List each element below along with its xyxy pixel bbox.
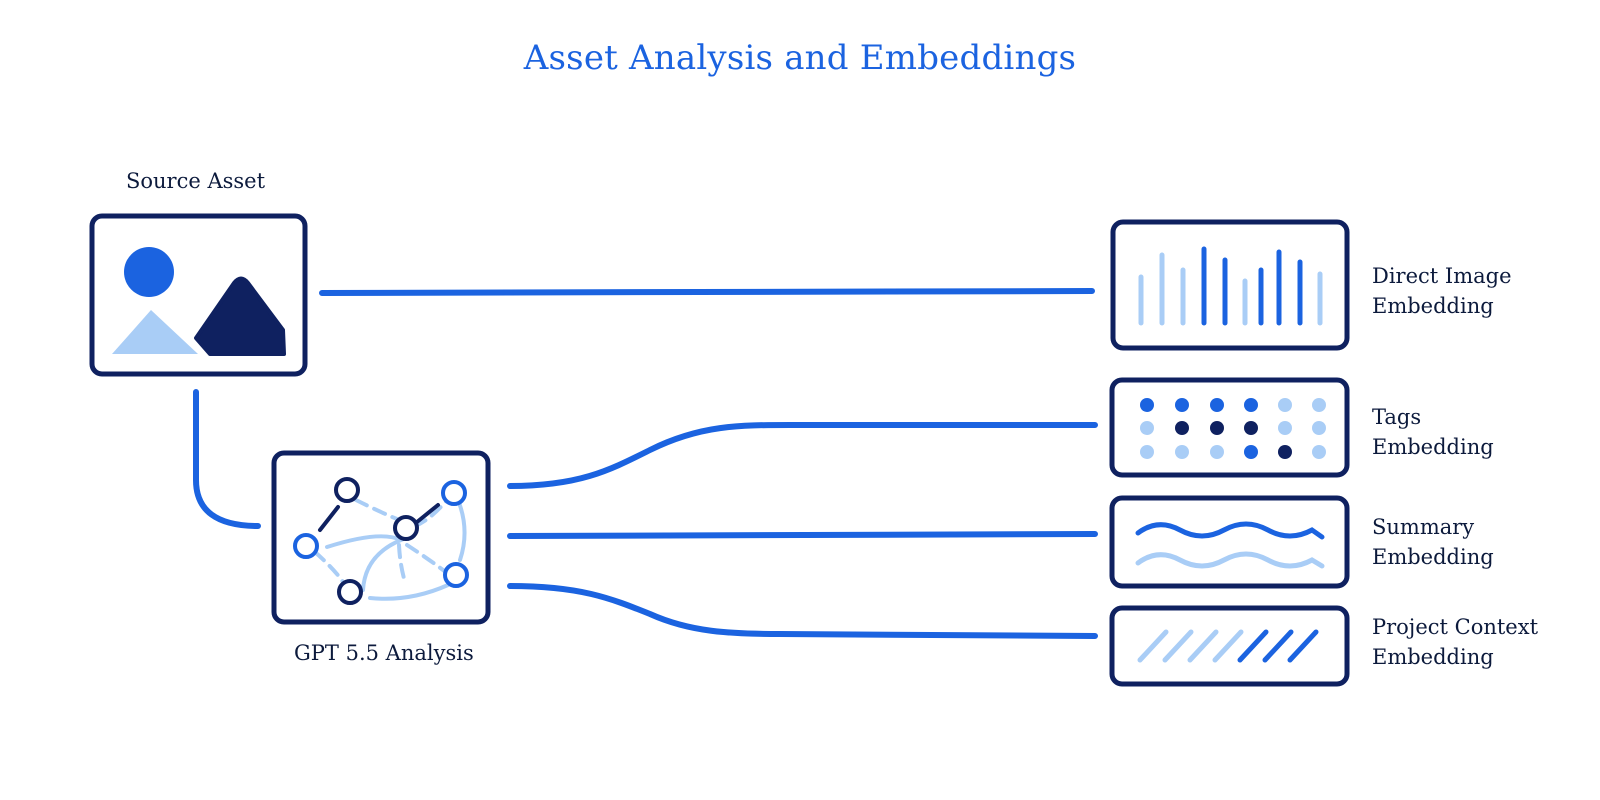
dark-mountain-icon [194,276,286,356]
analysis-box [271,450,491,625]
wave-lines-icon [1135,521,1325,569]
project-context-embedding-box [1109,605,1350,687]
source-asset-label: Source Asset [126,169,266,193]
diagram-title: Asset Analysis and Embeddings [523,38,1077,78]
project-context-embedding-label-line1: Project Context [1372,615,1539,639]
tags-embedding-box [1109,377,1350,478]
project-context-embedding-label-line2: Embedding [1372,645,1494,669]
tags-embedding-label-line1: Tags [1372,405,1422,429]
project-context-embedding-label: Project Context Embedding [1372,612,1538,672]
connector-source-to-image-embedding [319,288,1095,296]
tags-embedding-label-line2: Embedding [1372,435,1494,459]
dot-grid-icon [1140,398,1326,459]
source-asset-box [89,213,308,377]
diagonal-stripes-icon [1137,629,1319,663]
direct-image-embedding-box [1110,219,1350,351]
light-mountain-icon [112,310,198,354]
summary-embedding-label: Summary Embedding [1372,512,1494,572]
connector-source-to-analysis [193,389,261,529]
connector-analysis-to-tags [507,422,1098,489]
analysis-label: GPT 5.5 Analysis [294,641,474,665]
sun-icon [124,247,174,297]
summary-embedding-label-line1: Summary [1372,515,1475,539]
direct-image-embedding-label-line2: Embedding [1372,294,1494,318]
connector-analysis-to-project-context [507,583,1098,639]
direct-image-embedding-label: Direct Image Embedding [1372,261,1512,321]
network-graph-icon [293,477,469,605]
vector-bars-icon [1138,246,1323,326]
summary-embedding-label-line2: Embedding [1372,545,1494,569]
connector-analysis-to-summary [507,531,1098,539]
tags-embedding-label: Tags Embedding [1372,402,1494,462]
direct-image-embedding-label-line1: Direct Image [1372,264,1512,288]
summary-embedding-box [1109,495,1350,589]
